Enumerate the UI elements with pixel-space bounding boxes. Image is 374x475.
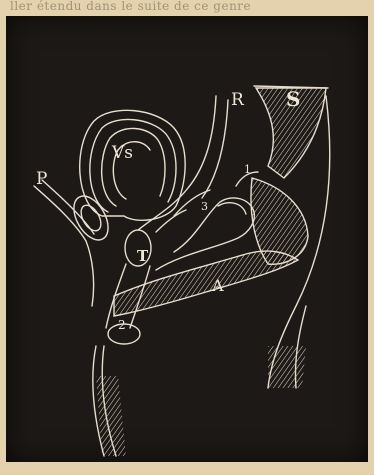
anatomical-drawing xyxy=(6,16,368,462)
label-1: 1 xyxy=(244,164,251,175)
label-S: S xyxy=(286,89,300,109)
bladder-outline xyxy=(80,110,185,220)
label-P: P xyxy=(36,171,47,188)
label-A: A xyxy=(212,278,224,294)
label-2: 2 xyxy=(118,319,126,331)
label-3: 3 xyxy=(201,201,208,212)
label-T: T xyxy=(137,249,148,264)
anatomical-illustration-plate: P Vs R S 1 3 T A 2 xyxy=(6,16,368,462)
label-Vs: Vs xyxy=(112,145,133,162)
label-R: R xyxy=(231,92,244,109)
pubis-outline xyxy=(34,186,94,306)
